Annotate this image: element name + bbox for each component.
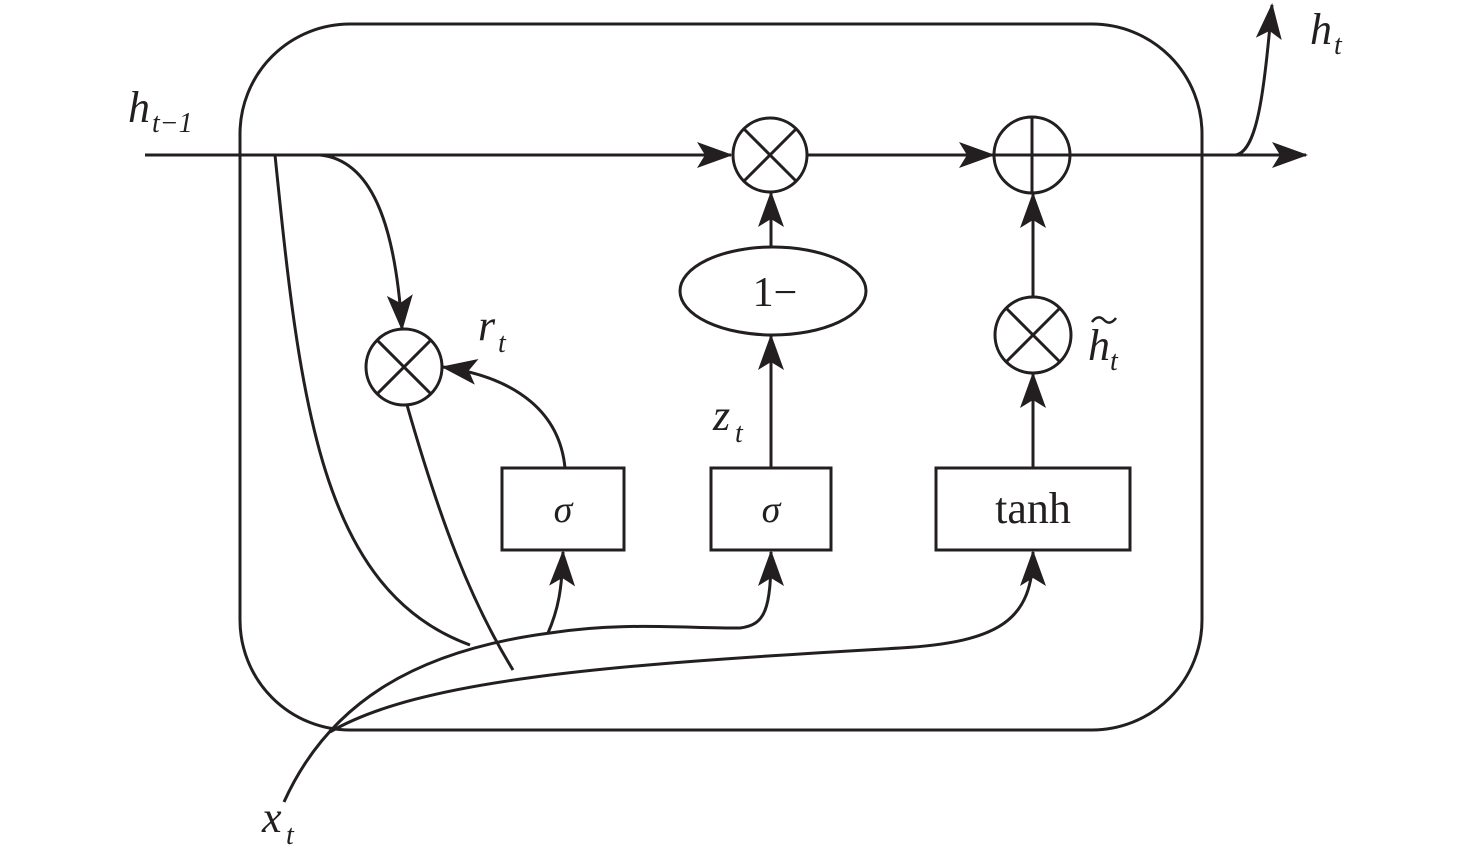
h-tilde-label: h t [1088, 316, 1119, 377]
sigma-reset-label: σ [554, 489, 574, 531]
h-out-branch [1235, 3, 1282, 157]
svg-text:t: t [286, 820, 295, 851]
z-label: z t [712, 391, 744, 449]
reset-mult-out-line [405, 404, 515, 671]
svg-text:t: t [1334, 30, 1343, 61]
multiply-node-candidate [993, 295, 1073, 375]
sigma-update-label: σ [762, 489, 782, 531]
x-input-curve-gates [282, 550, 784, 803]
reset-gate-arrow [441, 358, 567, 469]
cell-boundary [238, 22, 1204, 732]
svg-text:t: t [735, 418, 744, 449]
h-to-gates-line [273, 154, 471, 647]
add-node [992, 115, 1072, 195]
multiply-node-reset [364, 327, 444, 407]
sigma-reset-box [500, 466, 626, 552]
tanh-label: tanh [995, 484, 1071, 533]
one-minus-label: 1− [753, 270, 798, 316]
svg-text:h: h [1310, 5, 1332, 54]
svg-text:h: h [1088, 321, 1110, 370]
x-to-reset-gate-arrow [546, 550, 576, 634]
svg-text:x: x [261, 793, 282, 842]
multiply-node-update [731, 116, 809, 194]
svg-text:r: r [478, 301, 496, 350]
svg-text:z: z [712, 391, 730, 440]
svg-text:t: t [1110, 346, 1119, 377]
svg-text:t−1: t−1 [152, 108, 193, 139]
svg-text:h: h [128, 83, 150, 132]
r-label: r t [478, 301, 507, 359]
svg-text:t: t [498, 328, 507, 359]
x-input-curve-tanh [329, 550, 1046, 734]
h-out-label: h t [1310, 5, 1343, 61]
h-to-reset-mult [319, 153, 413, 331]
x-label: x t [261, 793, 295, 851]
h-prev-label: h t−1 [128, 83, 193, 139]
